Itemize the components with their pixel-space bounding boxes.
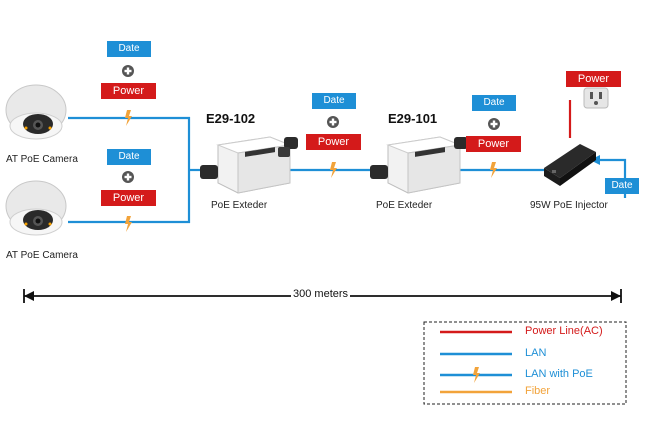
extender-label: PoE Exteder — [211, 200, 268, 211]
plus-icon — [122, 171, 134, 183]
extender-label: PoE Exteder — [376, 200, 433, 211]
legend-label-fiber: Fiber — [525, 385, 551, 397]
plus-icon — [327, 116, 339, 128]
legend-label-poe: LAN with PoE — [525, 368, 593, 380]
data-tag: Date — [312, 93, 356, 109]
power-tag: Power — [306, 134, 361, 150]
power-outlet-icon — [583, 87, 609, 109]
poe-extender-icon — [200, 136, 298, 194]
power-tag: Power — [466, 136, 521, 152]
data-tag: Date — [107, 149, 151, 165]
injector-label: 95W PoE Injector — [530, 200, 608, 211]
dome-camera-icon — [5, 180, 67, 236]
camera-label: AT PoE Camera — [6, 250, 78, 261]
arrow-right — [611, 291, 621, 301]
legend-label-power: Power Line(AC) — [525, 325, 603, 337]
camera-label: AT PoE Camera — [6, 154, 78, 165]
data-tag: Date — [605, 178, 639, 194]
data-tag: Date — [472, 95, 516, 111]
plus-icon — [488, 118, 500, 130]
power-tag: Power — [101, 83, 156, 99]
power-tag: Power — [566, 71, 621, 87]
extender-model: E29-102 — [206, 111, 256, 126]
extender-model: E29-101 — [388, 111, 438, 126]
plus-icon — [122, 65, 134, 77]
poe-injector-icon — [544, 144, 596, 186]
arrow-left — [24, 291, 34, 301]
legend-label-lan: LAN — [525, 347, 547, 359]
dome-camera-icon — [5, 84, 67, 140]
power-tag: Power — [101, 190, 156, 206]
poe-extender-icon — [370, 136, 468, 194]
data-tag: Date — [107, 41, 151, 57]
legend-box — [423, 321, 627, 405]
poe-bolt-icon — [125, 216, 132, 232]
distance-label: 300 meters — [291, 288, 351, 300]
